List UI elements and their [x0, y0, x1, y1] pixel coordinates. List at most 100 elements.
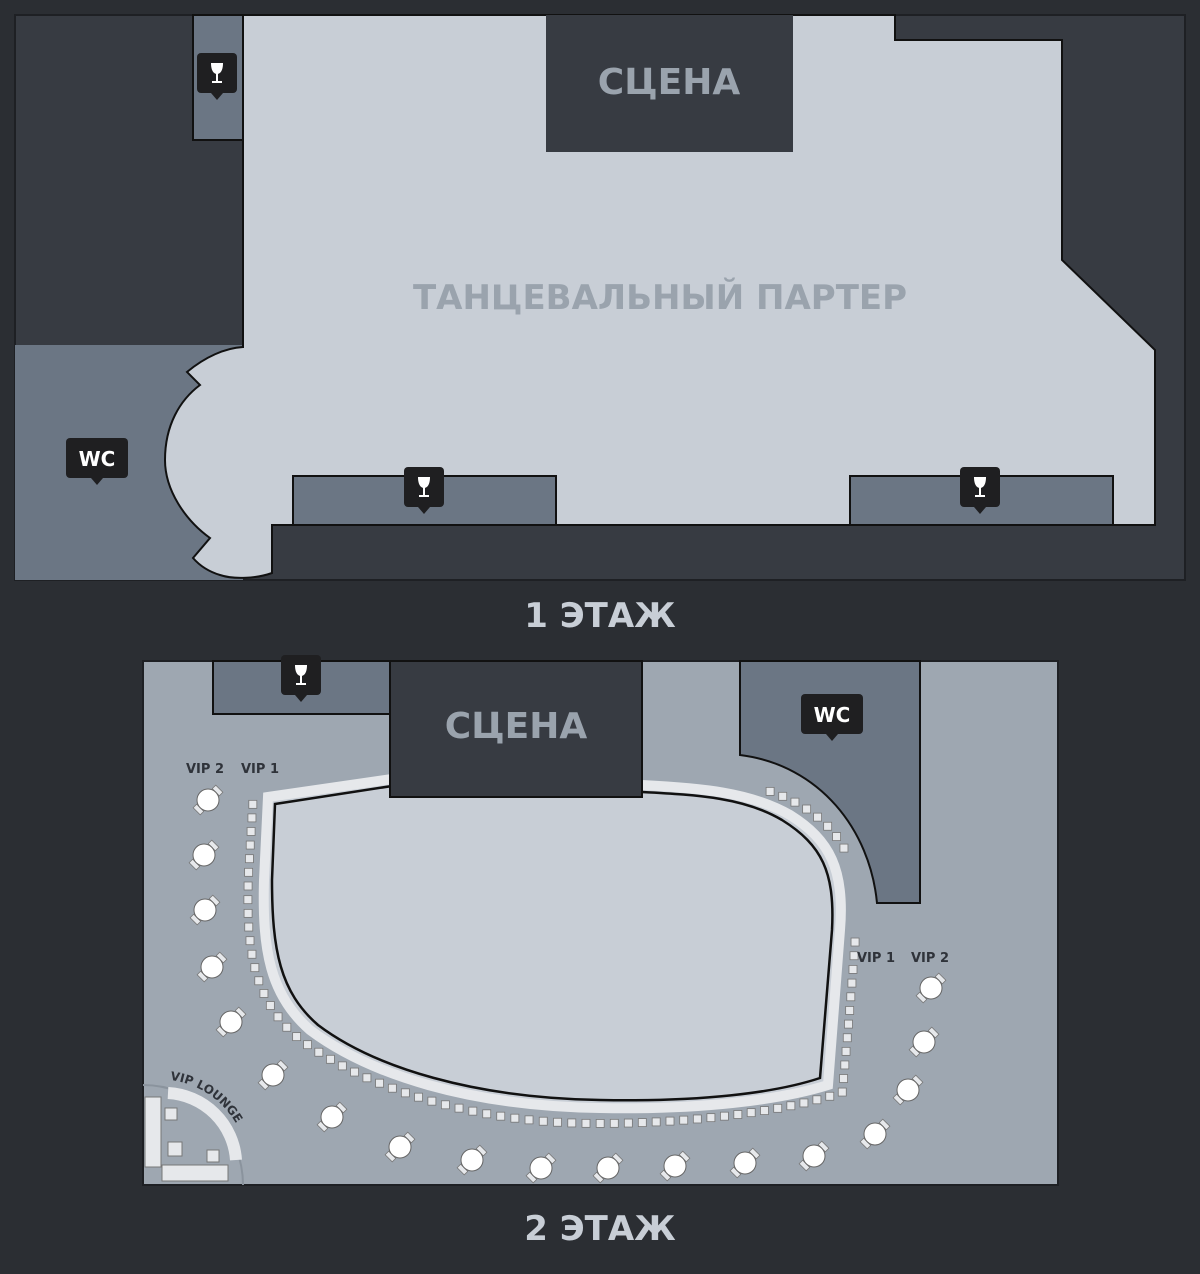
bar-seat: [303, 1040, 312, 1050]
vip2-label-left: VIP 2: [186, 762, 224, 777]
bar-seat: [243, 881, 253, 891]
bar-seat: [823, 821, 833, 831]
vip-table[interactable]: [589, 1149, 627, 1187]
bar-seat: [706, 1113, 716, 1123]
wc-label: WC: [814, 703, 851, 727]
vip-table[interactable]: [522, 1149, 560, 1187]
stage-floor1[interactable]: [546, 15, 793, 152]
bar-seat: [254, 976, 264, 986]
bar-seat: [845, 1006, 855, 1015]
bar-seat: [273, 1012, 283, 1022]
bar-seat: [245, 936, 255, 946]
bar-seat: [482, 1109, 492, 1119]
vip-table[interactable]: [313, 1098, 351, 1136]
bar-pin[interactable]: [281, 655, 321, 702]
floor-2-plan: СЦЕНА VIP 2 VIP 1 VIP 1 VIP 2 VIP LOUNGE…: [142, 655, 1059, 1187]
bar-seat: [841, 1046, 851, 1056]
vip-table[interactable]: [212, 1003, 250, 1041]
bar-seat: [387, 1083, 397, 1093]
bar-seat: [375, 1078, 384, 1088]
bar-seats: [243, 786, 860, 1128]
bar-seat: [314, 1047, 324, 1057]
vip-table[interactable]: [186, 891, 224, 929]
stage-label: СЦЕНА: [445, 706, 588, 747]
vip-table[interactable]: [726, 1144, 764, 1182]
bar-pin[interactable]: [404, 467, 444, 514]
stage-floor2[interactable]: [389, 660, 643, 798]
bar-seat: [245, 854, 254, 864]
bar-seat: [244, 922, 254, 932]
bar-seat: [250, 963, 260, 973]
bar-seat: [840, 1060, 850, 1070]
bar-seat: [773, 1103, 783, 1113]
bar-seat: [243, 895, 253, 905]
bar-seat: [839, 1074, 848, 1083]
vip-table[interactable]: [185, 836, 223, 874]
dance-floor-floor2[interactable]: [258, 773, 846, 1114]
bar-seat: [244, 867, 254, 877]
bar-seat: [786, 1101, 796, 1111]
vip-table[interactable]: [189, 781, 227, 819]
vip2-label-right: VIP 2: [911, 951, 949, 966]
bar-seat: [623, 1118, 633, 1128]
floor-1-title: 1 ЭТАЖ: [524, 596, 676, 636]
vip-tables: [185, 781, 950, 1187]
bar-seat: [733, 1110, 743, 1119]
bar-seat: [844, 1019, 853, 1029]
bar-seat: [468, 1106, 478, 1116]
bar-seat: [665, 1116, 675, 1126]
bar-seat: [720, 1111, 729, 1121]
vip-table[interactable]: [656, 1147, 694, 1185]
bar-seat: [454, 1103, 464, 1113]
bar-seat: [326, 1054, 335, 1064]
bar-seat: [609, 1118, 619, 1128]
bar-seat: [400, 1088, 410, 1098]
vip-table[interactable]: [254, 1056, 292, 1094]
bar-seat: [595, 1119, 605, 1128]
bar-seat: [837, 1087, 847, 1097]
vip-table[interactable]: [795, 1137, 833, 1175]
wc-pin[interactable]: WC: [66, 438, 128, 485]
vip-table[interactable]: [453, 1141, 491, 1179]
bar-seat: [337, 1061, 347, 1071]
vip-table[interactable]: [856, 1115, 894, 1153]
bar-seat: [440, 1100, 450, 1110]
bar-seat: [248, 799, 258, 809]
vip-table[interactable]: [905, 1023, 943, 1061]
bar-seat: [765, 786, 775, 796]
bar-seat: [832, 832, 841, 841]
bar-seat: [292, 1032, 302, 1042]
bar-seat: [282, 1022, 292, 1032]
bar-pin[interactable]: [197, 53, 237, 100]
bar-seat: [581, 1118, 591, 1128]
bar-seat: [510, 1113, 520, 1123]
bar-seat: [839, 843, 849, 853]
vip-table[interactable]: [381, 1128, 419, 1166]
bar-seat: [849, 951, 859, 961]
wc-zone-floor2[interactable]: [739, 660, 921, 904]
floor-2-title: 2 ЭТАЖ: [524, 1209, 676, 1249]
vip-table[interactable]: [193, 948, 231, 986]
vip-table[interactable]: [912, 969, 950, 1007]
bar-seat: [825, 1091, 835, 1101]
bar-seat: [538, 1116, 548, 1126]
dance-floor-label: ТАНЦЕВАЛЬНЫЙ ПАРТЕР: [413, 277, 907, 318]
bar-seat: [414, 1092, 423, 1102]
bar-seat: [247, 949, 257, 959]
vip-table[interactable]: [889, 1071, 927, 1109]
bar-pin[interactable]: [960, 467, 1000, 514]
bar-seat: [799, 1098, 809, 1108]
bar-seat: [265, 1001, 275, 1010]
wc-pin[interactable]: WC: [801, 694, 863, 741]
bar-seat: [243, 908, 253, 918]
bar-seat: [496, 1111, 506, 1121]
dance-floor-floor1[interactable]: [163, 14, 1156, 579]
floor-1-plan: СЦЕНА ТАНЦЕВАЛЬНЫЙ ПАРТЕР WC: [14, 14, 1186, 581]
bar-seat: [812, 1095, 822, 1105]
bar-seat: [247, 813, 257, 823]
bar-seat: [259, 989, 269, 998]
bar-seat: [802, 804, 812, 814]
bar-seat: [350, 1067, 359, 1077]
bar-seat: [245, 840, 255, 850]
